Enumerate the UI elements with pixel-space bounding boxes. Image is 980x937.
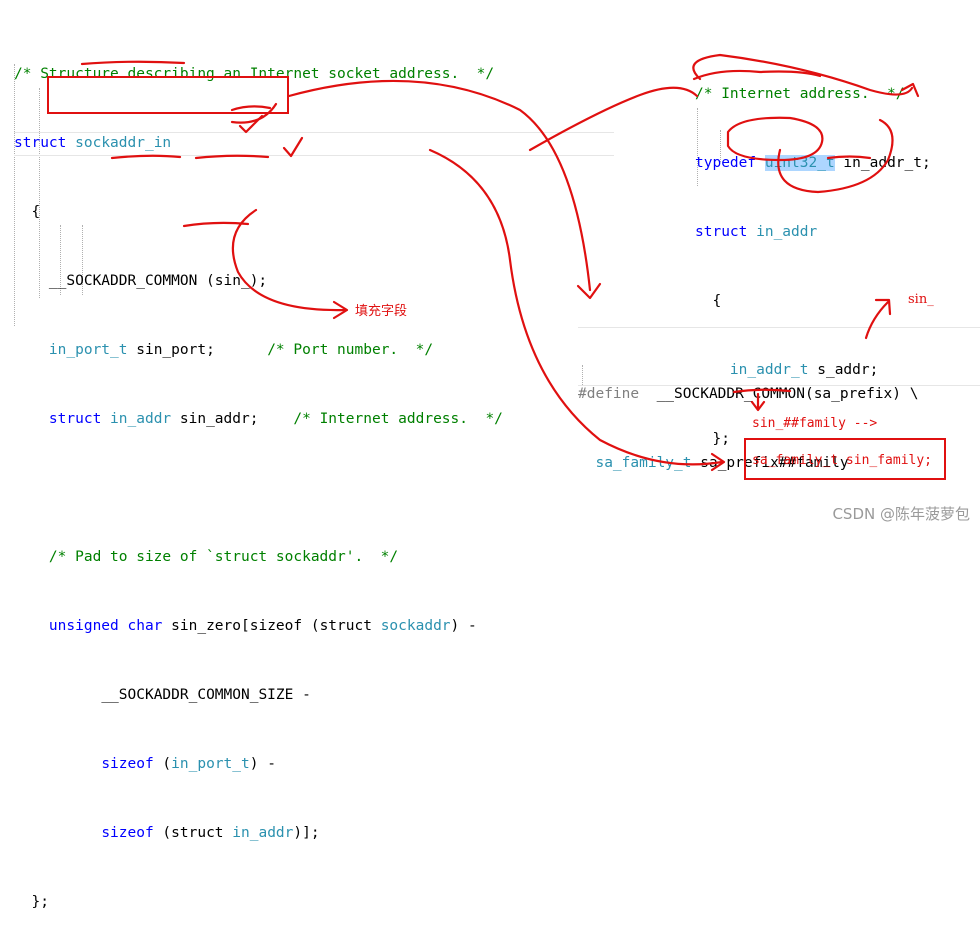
brace: { — [712, 293, 722, 309]
macro-call: __SOCKADDR_COMMON — [48, 273, 198, 289]
indent-guide — [14, 64, 15, 326]
comment: /* Port number. */ — [267, 342, 434, 358]
code-line: struct sockaddr_in — [14, 132, 503, 155]
comment: /* Internet address. */ — [293, 411, 503, 427]
code-line: typedef uint32_t in_addr_t; — [695, 152, 931, 175]
typedef-name: in_addr_t; — [834, 155, 931, 171]
indent-guide — [720, 130, 721, 162]
code-line: }; — [14, 891, 503, 914]
brace: { — [31, 204, 41, 220]
code-line: unsigned char sin_zero[sizeof (struct so… — [14, 615, 503, 638]
type-name: sa_family_t — [595, 455, 692, 471]
code-text: ) - — [450, 618, 477, 634]
code-line: __SOCKADDR_COMMON_SIZE - — [14, 684, 503, 707]
comment: /* Internet address. */ — [695, 86, 905, 102]
field-name: sin_zero — [162, 618, 241, 634]
struct-name: in_addr — [747, 224, 818, 240]
editor-separator — [578, 327, 980, 328]
code-line: in_port_t sin_port; /* Port number. */ — [14, 339, 503, 362]
keyword: unsigned char — [48, 618, 163, 634]
padding-field-label: 填充字段 — [355, 304, 408, 319]
type-name: in_port_t — [48, 342, 128, 358]
code-line: { — [695, 290, 931, 313]
comment: /* Pad to size of `struct sockaddr'. */ — [48, 549, 399, 565]
result-box — [744, 438, 946, 480]
field-name: sin_port; — [127, 342, 215, 358]
indent-guide — [60, 225, 61, 295]
field-name: sin_addr; — [171, 411, 259, 427]
code-text: (struct — [153, 825, 233, 841]
comment: /* Structure describing an Internet sock… — [14, 66, 495, 82]
keyword: struct — [695, 224, 748, 240]
code-line: sizeof (in_port_t) - — [14, 753, 503, 776]
editor-separator — [578, 385, 980, 386]
keyword: sizeof — [101, 825, 154, 841]
code-line: /* Internet address. */ — [695, 83, 931, 106]
preprocessor-directive: #define — [578, 386, 640, 402]
macro-highlight-box — [47, 76, 289, 114]
result-box-text: sa_family_t sin_family; — [752, 453, 933, 468]
sin-prefix-label: sin_ — [908, 292, 934, 307]
keyword: typedef — [695, 155, 757, 171]
code-line: in_addr_t s_addr; — [695, 359, 931, 382]
concat-label: sin_##family --> — [752, 416, 878, 431]
code-text: ) - — [249, 756, 276, 772]
arrow-stroke — [528, 86, 699, 152]
type-name: in_port_t — [171, 756, 250, 772]
code-line: sizeof (struct in_addr)]; — [14, 822, 503, 845]
struct-name: sockaddr_in — [75, 135, 172, 151]
watermark: CSDN @陈年菠萝包 — [832, 505, 970, 523]
code-line: { — [14, 201, 503, 224]
code-line: /* Pad to size of `struct sockaddr'. */ — [14, 546, 503, 569]
code-line: #define __SOCKADDR_COMMON(sa_prefix) \ — [578, 383, 918, 406]
macro-definition: __SOCKADDR_COMMON(sa_prefix) \ — [639, 386, 919, 402]
type-name-highlighted: uint32_t — [764, 155, 835, 171]
code-line — [14, 477, 503, 500]
macro-call: __SOCKADDR_COMMON_SIZE - — [101, 687, 311, 703]
macro-body: sa_prefix##family — [691, 455, 849, 471]
code-line: struct in_addr — [695, 221, 931, 244]
code-block-sockaddr-in: /* Structure describing an Internet sock… — [14, 17, 503, 937]
code-text: [sizeof (struct — [241, 618, 381, 634]
indent-guide — [39, 88, 40, 298]
macro-arg: (sin_); — [197, 273, 268, 289]
arrowhead-stroke — [576, 282, 602, 300]
code-text: ( — [153, 756, 172, 772]
keyword: struct — [14, 135, 67, 151]
keyword: struct — [48, 411, 102, 427]
type-name: in_addr — [232, 825, 294, 841]
field-name: s_addr; — [808, 362, 879, 378]
type-name: in_addr_t — [729, 362, 809, 378]
brace: }; — [31, 894, 49, 910]
code-line: struct in_addr sin_addr; /* Internet add… — [14, 408, 503, 431]
type-name: in_addr — [110, 411, 172, 427]
type-name: sockaddr — [380, 618, 451, 634]
keyword: sizeof — [101, 756, 154, 772]
indent-guide — [82, 225, 83, 295]
code-text: )]; — [293, 825, 320, 841]
code-line: __SOCKADDR_COMMON (sin_); — [14, 270, 503, 293]
code-line: /* Structure describing an Internet sock… — [14, 63, 503, 86]
